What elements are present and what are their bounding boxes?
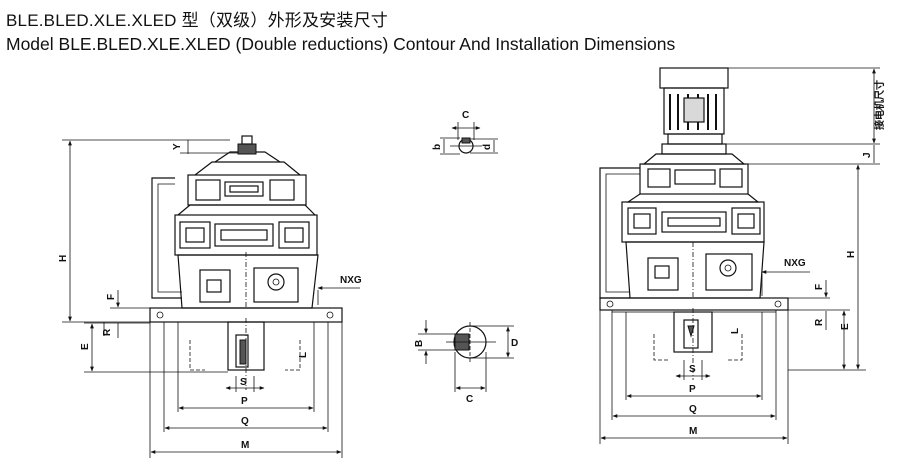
label-l: L: [298, 352, 309, 358]
label-s: S: [240, 377, 247, 388]
right-labels: 接电机尺寸 J H NXG F R E L S P Q M: [689, 80, 886, 437]
label-f: F: [106, 294, 117, 300]
right-dimensions: [599, 67, 880, 444]
shaft-top-label-c: C: [462, 110, 469, 121]
shaft-top-label-b: b: [432, 144, 443, 150]
label-nxg: NXG: [340, 275, 362, 286]
label-p: P: [241, 396, 248, 407]
shaft-top-label-d: d: [482, 144, 493, 150]
label-nxg-right: NXG: [784, 258, 806, 269]
shaft-bottom-label-c: C: [466, 394, 473, 405]
right-reducer-view: [599, 67, 789, 380]
label-e: E: [80, 343, 91, 350]
label-h: H: [58, 255, 69, 262]
left-labels: Y H F E R L S P Q M NXG: [58, 143, 362, 451]
left-reducer-view: [149, 135, 343, 390]
label-p-right: P: [689, 384, 696, 395]
label-r: R: [102, 328, 113, 336]
label-f-right: F: [814, 284, 825, 290]
shaft-bottom-label-d: D: [511, 338, 518, 349]
shaft-detail-top: C b d: [432, 110, 498, 155]
shaft-detail-bottom: B D C: [414, 320, 518, 405]
label-e-right: E: [840, 323, 851, 330]
label-h-right: H: [846, 251, 857, 258]
label-q-right: Q: [689, 404, 697, 415]
label-q: Q: [241, 416, 249, 427]
label-m-right: M: [689, 426, 697, 437]
left-dimensions: [62, 139, 360, 458]
label-m: M: [241, 440, 249, 451]
title-chinese: BLE.BLED.XLE.XLED 型（双级）外形及安装尺寸: [6, 11, 388, 30]
label-j: J: [862, 152, 873, 158]
label-r-right: R: [814, 318, 825, 326]
shaft-bottom-label-b: B: [414, 340, 425, 347]
label-l-right: L: [730, 328, 741, 334]
title-english: Model BLE.BLED.XLE.XLED (Double reductio…: [6, 34, 676, 54]
label-y: Y: [172, 143, 183, 150]
label-motor-dim: 接电机尺寸: [873, 80, 886, 130]
label-s-right: S: [689, 364, 696, 375]
motor-top-cap: [659, 67, 729, 89]
